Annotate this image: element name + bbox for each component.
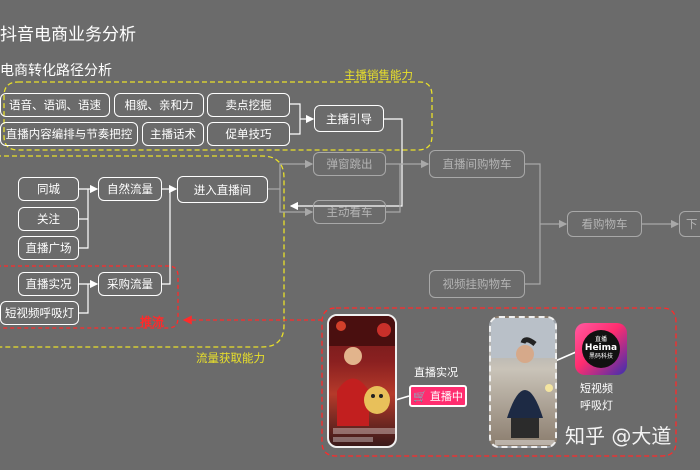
short-video-phone [489, 316, 557, 448]
live-example-caption: 直播实况 [414, 366, 458, 379]
heima-company: 黑码科技 [588, 352, 613, 360]
anchor-guide-box: 主播引导 [314, 105, 384, 132]
live-cart-box: 直播间购物车 [429, 150, 525, 178]
heima-name: Heima [584, 343, 618, 354]
live-stream-phone [327, 314, 397, 448]
watermark: 知乎 @大道 [565, 424, 672, 448]
script-box: 主播话术 [142, 122, 204, 146]
live-badge: 🛒 直播中 [409, 385, 467, 407]
conversion-connectors [268, 159, 680, 285]
natural-flow-box: 自然流量 [98, 177, 162, 201]
looks-box: 相貌、亲和力 [114, 93, 204, 117]
page-title: 抖音电商业务分析 [0, 25, 136, 45]
selling-point-box: 卖点挖掘 [207, 93, 290, 117]
short-video-caption-1: 短视频 [580, 382, 613, 395]
heima-app-icon: 直播 Heima 黑码科技 [575, 323, 627, 375]
traffic-connectors [79, 184, 178, 314]
next-box: 下 [679, 211, 700, 237]
cart-icon: 🛒 [413, 389, 427, 403]
short-video-caption-2: 呼吸灯 [580, 399, 613, 412]
voice-box: 语音、语调、语速 [0, 93, 110, 117]
examples-region [321, 307, 677, 457]
anchor-connectors [289, 103, 403, 211]
live-badge-text: 直播中 [429, 390, 463, 403]
same-city-box: 同城 [18, 177, 79, 201]
paid-flow-box: 采购流量 [98, 272, 162, 296]
section-subtitle: 电商转化路径分析 [0, 63, 112, 79]
live-plaza-box: 直播广场 [18, 236, 79, 260]
anchor-ability-region [3, 81, 433, 151]
live-real-box: 直播实况 [18, 272, 79, 296]
traffic-ability-label: 流量获取能力 [196, 351, 265, 365]
view-cart-box: 看购物车 [567, 211, 642, 237]
active-view-box: 主动看车 [313, 200, 386, 224]
content-rhythm-box: 直播内容编排与节奏把控 [0, 122, 138, 146]
short-video-light-box: 短视频呼吸灯 [0, 301, 79, 325]
anchor-ability-label: 主播销售能力 [344, 68, 413, 82]
traffic-ability-region [0, 155, 285, 348]
heima-top-text: 直播 [594, 336, 607, 344]
enter-live-box: 进入直播间 [177, 176, 268, 203]
paid-traffic-region [0, 265, 179, 329]
follow-box: 关注 [18, 207, 79, 231]
push-flow-label: 推流 [140, 315, 165, 329]
popup-box: 弹窗跳出 [313, 152, 386, 176]
video-cart-box: 视频挂购物车 [429, 270, 525, 298]
short-video-scene [491, 318, 555, 445]
live-stream-scene [329, 316, 395, 442]
heima-logo: 直播 Heima 黑码科技 [582, 330, 620, 368]
closing-box: 促单技巧 [207, 122, 290, 146]
